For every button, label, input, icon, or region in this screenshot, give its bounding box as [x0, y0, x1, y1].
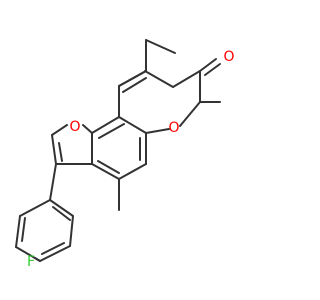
- bond: [51, 134, 57, 165]
- bond: [34, 257, 41, 262]
- bond-layer: [15, 39, 221, 262]
- bond: [172, 70, 201, 88]
- bond: [49, 163, 57, 201]
- bond: [145, 128, 170, 134]
- bond: [204, 63, 221, 76]
- bond: [19, 199, 51, 217]
- bond: [51, 124, 68, 136]
- bond: [179, 101, 201, 127]
- bond: [21, 217, 26, 242]
- bond: [97, 160, 120, 174]
- bond: [118, 70, 147, 87]
- atom-label: F: [27, 254, 35, 270]
- atom-label: O: [69, 119, 80, 135]
- bond: [91, 116, 120, 134]
- atom-label-layer: O O O F: [27, 49, 235, 270]
- bond: [118, 163, 147, 180]
- bond: [145, 39, 176, 54]
- bond: [199, 58, 217, 72]
- bond: [118, 116, 147, 134]
- bond: [144, 70, 174, 88]
- bond: [49, 199, 74, 217]
- bond: [39, 245, 71, 262]
- bond: [91, 163, 120, 180]
- bond: [69, 215, 74, 247]
- bond: [15, 215, 21, 248]
- bond: [52, 206, 71, 221]
- bond: [82, 124, 93, 134]
- bond: [98, 123, 125, 139]
- molecule-structure-canvas: O O O F: [15, 39, 235, 270]
- bond: [122, 77, 147, 93]
- atom-label: O: [168, 120, 179, 136]
- bond: [58, 142, 63, 162]
- atom-label: O: [223, 49, 234, 65]
- bond: [41, 242, 65, 255]
